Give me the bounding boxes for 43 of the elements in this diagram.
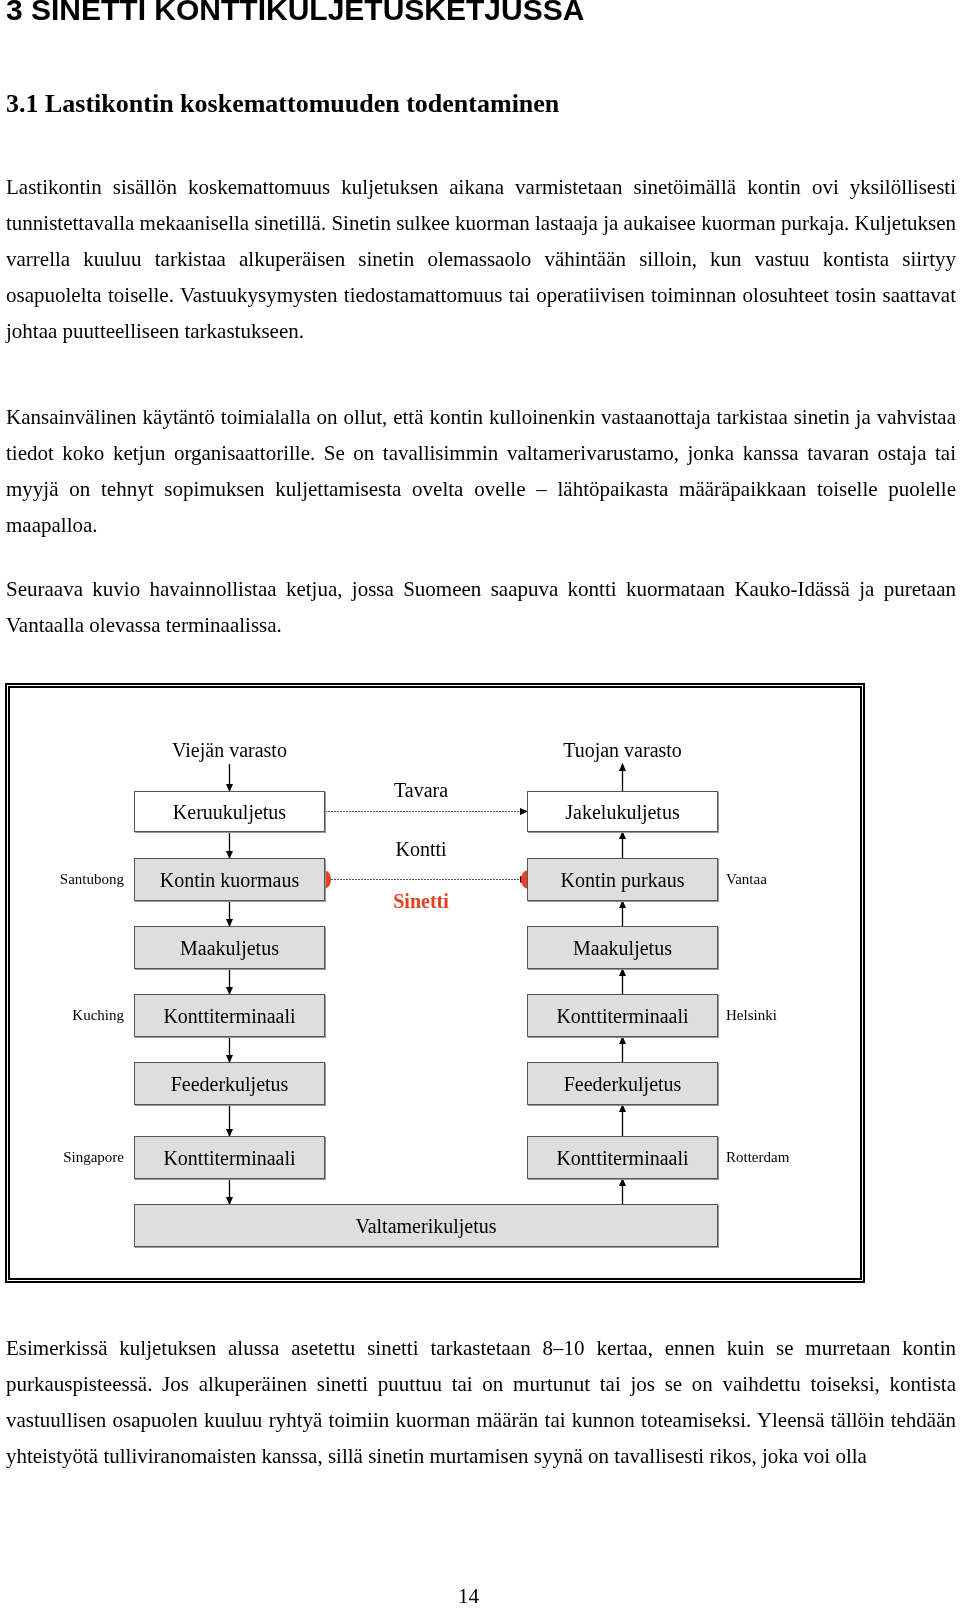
location-label: Rotterdam [726,1148,791,1168]
arrow [226,968,233,995]
arrow [619,831,626,859]
warehouse-label: Tuojan varasto [527,736,718,764]
arrow [619,1036,626,1063]
arrow [619,900,626,927]
process-box: Konttiterminaali [527,1136,718,1179]
process-box: Konttiterminaali [134,1136,325,1179]
process-box: Maakuljetus [527,926,718,969]
process-box: Valtamerikuljetus [134,1204,718,1247]
location-label: Kuching [71,1006,124,1026]
paragraph: Lastikontin sisällön koskemattomuus kuljetuksen aikana varmistetaan sinetöimällä kontin ovi yksilöllisesti tunnistettavalla mekaanisella sinetillä. Sinetin sulkee kuorman lastaaja ja aukaisee kuorman purkaja. Kuljetuksen varrella kuuluu tarkistaa alkuperäisen sinetin olemassaolo vähintään silloin, kun vastuu kontista siirtyy osapuolelta toiselle. Vastuukysymysten tiedostamattomuus tai operatiivisen toiminnan olosuhteet tosin saattavat johtaa puutteelliseen tarkastukseen. [6,174,956,345]
process-box: Feederkuljetus [134,1062,325,1105]
arrow [226,1178,233,1205]
arrow [619,968,626,995]
page-number: 14 [458,1583,479,1610]
warehouse-label: Viejän varasto [134,736,325,764]
process-box: Jakelukuljetus [527,791,718,832]
process-box: Maakuljetus [134,926,325,969]
arrow [226,900,233,927]
seal-label: Sinetti [392,889,450,914]
process-box: Keruukuljetus [134,791,325,832]
paragraph: Seuraava kuvio havainnollistaa ketjua, jossa Suomeen saapuva kontti kuormataan Kauko-Idässä ja puretaan Vantaalla olevassa terminaalissa. [6,576,956,639]
process-box: Kontin kuormaus [134,858,325,901]
dotted-arrow [324,808,528,815]
location-label: Santubong [58,870,124,890]
arrow [226,763,233,792]
location-label: Helsinki [726,1006,778,1026]
arrow [619,1178,626,1205]
paragraph: Kansainvälinen käytäntö toimialalla on ollut, että kontin kulloinenkin vastaanottaja tarkistaa sinetin ja vahvistaa tiedot koko ketjun organisaattorille. Se on tavallisimmin valtamerivarustamo, jonka kanssa tavaran ostaja tai myyjä on tehnyt sopimuksen kuljettamisesta ovelta ovelle – lähtöpaikasta määräpaikkaan toiselle puolelle maapalloa. [6,404,956,539]
arrow [619,1104,626,1137]
process-box: Konttiterminaali [527,994,718,1037]
arrow [226,1036,233,1063]
paragraph: Esimerkissä kuljetuksen alussa asetettu sinetti tarkastetaan 8–10 kertaa, ennen kuin se murretaan kontin purkauspisteessä. Jos alkuperäinen sinetti puuttuu tai on murtunut tai jos se on vaihdettu toiseksi, kontista vastuullisen osapuolen kuuluu ryhtyä toimiin kuorman määrän tai kunnon toteamiseksi. Yleensä tällöin tehdään yhteistyötä tulliviranomaisten kanssa, sillä sinetin murtamisen syynä on tavallisesti rikos, joka voi olla [6,1335,956,1470]
arrow [226,831,233,859]
section-heading: 3.1 Lastikontin koskemattomuuden todentaminen [6,88,560,120]
location-label: Vantaa [726,870,768,890]
process-box: Kontin purkaus [527,858,718,901]
location-label: Singapore [62,1148,124,1168]
process-box: Feederkuljetus [527,1062,718,1105]
arrow [619,763,626,792]
process-box: Konttiterminaali [134,994,325,1037]
arrow [226,1104,233,1137]
